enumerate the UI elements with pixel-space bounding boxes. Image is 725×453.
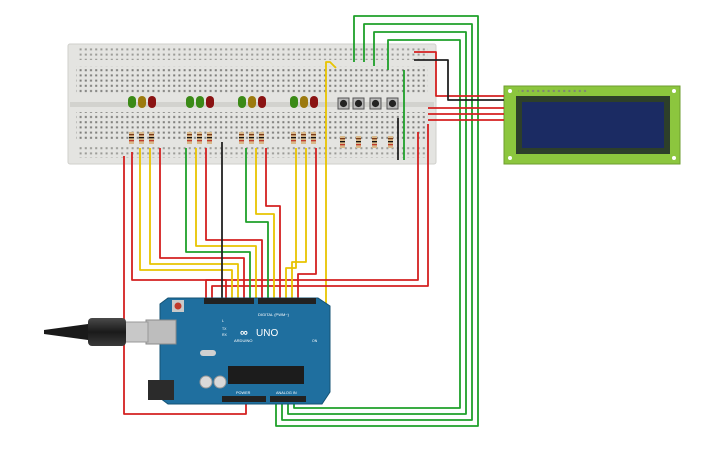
resistor [372, 136, 377, 148]
led-green [186, 96, 194, 108]
resistor [291, 132, 296, 144]
resistor [149, 132, 154, 144]
arduino-uno-board: ∞ UNO ARDUINO DIGITAL (PWM~) POWER ANALO… [145, 297, 331, 405]
led-red [148, 96, 156, 108]
resistor [388, 136, 393, 148]
led-yellow [138, 96, 146, 108]
on-label: ON [312, 339, 318, 343]
model-label: UNO [256, 328, 278, 339]
l-led-label: L [222, 319, 224, 323]
wires [123, 15, 504, 427]
digital-label: DIGITAL (PWM~) [258, 312, 290, 317]
resistor [187, 132, 192, 144]
rx-label: RX [222, 333, 228, 337]
resistor [301, 132, 306, 144]
led-red [206, 96, 214, 108]
resistor [129, 132, 134, 144]
lcd-module [503, 85, 681, 165]
resistor [340, 136, 345, 148]
pushbutton-4[interactable] [386, 97, 399, 110]
resistor [311, 132, 316, 144]
power-label: POWER [236, 391, 251, 395]
lcd-screen [522, 102, 664, 148]
brand-label: ARDUINO [234, 338, 252, 343]
resistor [356, 136, 361, 148]
svg-text:∞: ∞ [240, 327, 248, 339]
pushbutton-3[interactable] [369, 97, 382, 110]
led-yellow [300, 96, 308, 108]
resistor [197, 132, 202, 144]
led-red [258, 96, 266, 108]
resistor [139, 132, 144, 144]
led-green [290, 96, 298, 108]
tx-label: TX [222, 327, 227, 331]
led-red [310, 96, 318, 108]
pushbutton-2[interactable] [352, 97, 365, 110]
resistor [207, 132, 212, 144]
led-green [238, 96, 246, 108]
led-yellow [248, 96, 256, 108]
resistor [239, 132, 244, 144]
resistor [249, 132, 254, 144]
analog-label: ANALOG IN [276, 391, 297, 395]
resistor-array [129, 132, 393, 148]
pushbutton-array [337, 97, 399, 110]
pushbutton-1[interactable] [337, 97, 350, 110]
led-array [128, 96, 318, 108]
led-green [128, 96, 136, 108]
led-green [196, 96, 204, 108]
usb-cable [44, 318, 149, 346]
resistor [259, 132, 264, 144]
